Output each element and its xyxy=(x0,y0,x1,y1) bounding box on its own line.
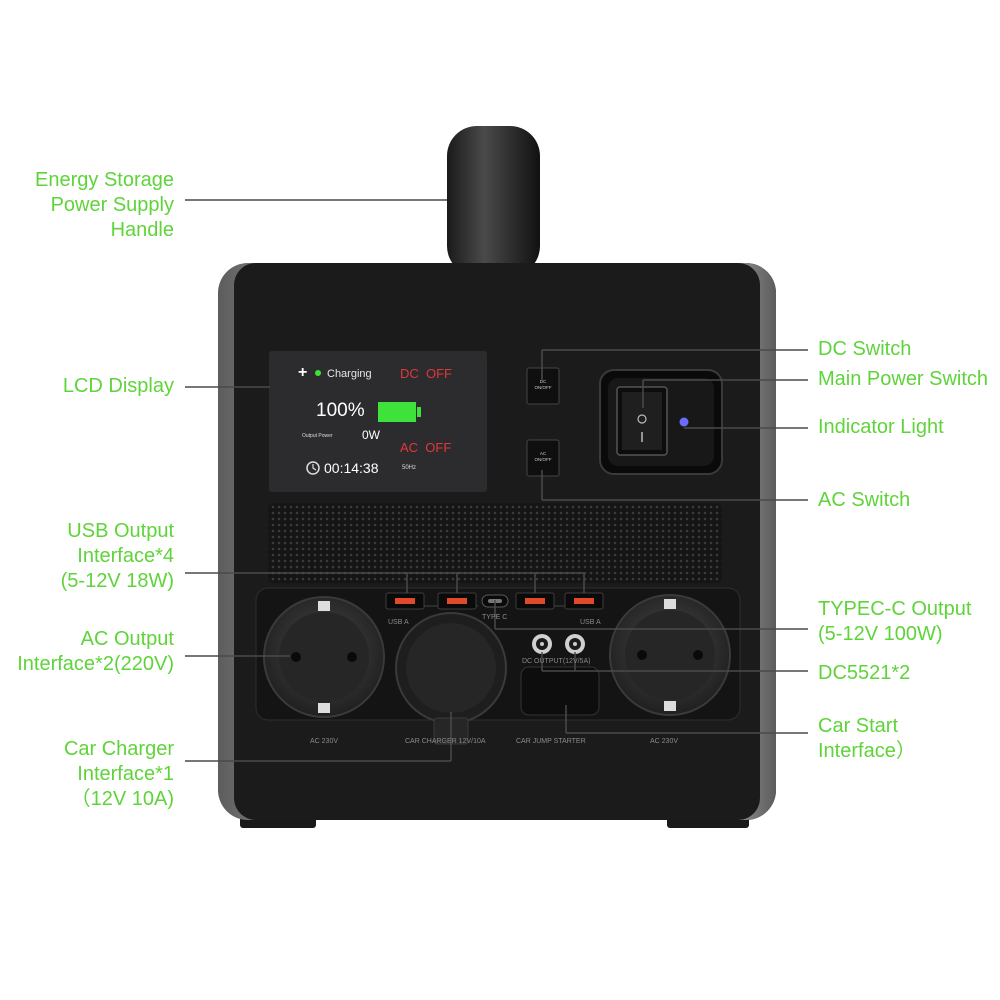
car-charger-label: CAR CHARGER 12V/10A xyxy=(405,738,486,745)
dc-button-label: DC ON/OFF xyxy=(534,379,552,390)
callout-indicator: Indicator Light xyxy=(818,416,944,438)
ac-left-label: AC 230V xyxy=(310,738,339,745)
car-charger-socket[interactable] xyxy=(395,612,507,745)
callout-dc5521: DC5521*2 xyxy=(818,662,911,684)
car-jump-starter[interactable] xyxy=(520,666,600,716)
leaf-icon xyxy=(315,370,321,376)
dc-output-label: DC OUTPUT(12V/5A) xyxy=(522,658,591,665)
usb-a-port[interactable] xyxy=(385,592,425,610)
callout-usb: USB Output Interface*4 (5-12V 18W) xyxy=(60,520,174,592)
lcd-timer: 00:14:38 xyxy=(324,460,379,476)
callout-ac-switch: AC Switch xyxy=(818,489,911,511)
dc-switch-button[interactable] xyxy=(526,367,560,405)
ac-button-label: AC ON/OFF xyxy=(534,451,552,462)
callout-dc-switch: DC Switch xyxy=(818,338,912,360)
ac-socket-right[interactable] xyxy=(609,594,731,716)
lcd-frequency: 50Hz xyxy=(402,465,417,471)
ac-socket-left[interactable] xyxy=(263,596,385,718)
type-c-label: TYPE C xyxy=(482,614,508,621)
lcd-output-power-label: Output Power xyxy=(302,433,333,439)
ac-switch-button[interactable] xyxy=(526,439,560,477)
callout-handle: Energy Storage Power Supply Handle xyxy=(35,169,174,241)
callout-typec: TYPEC-C Output (5-12V 100W) xyxy=(818,598,972,645)
handle xyxy=(447,126,540,276)
callout-car-start: Car Start Interface） xyxy=(818,715,916,762)
usb-a-port[interactable] xyxy=(437,592,477,610)
lcd-percent: 100% xyxy=(316,400,365,421)
indicator-light xyxy=(679,417,689,427)
callout-main-power: Main Power Switch xyxy=(818,368,989,390)
leader-lines xyxy=(185,199,808,762)
ac-right-label: AC 230V xyxy=(650,738,679,745)
battery-bar xyxy=(378,402,416,422)
usb-a-port[interactable] xyxy=(564,592,604,610)
dc5521-port[interactable] xyxy=(532,634,552,654)
callout-ac-output: AC Output Interface*2(220V) xyxy=(17,628,174,675)
car-jump-label: CAR JUMP STARTER xyxy=(516,738,586,745)
clock-icon xyxy=(306,461,320,475)
usb-a-port[interactable] xyxy=(515,592,555,610)
usb-a-right-label: USB A xyxy=(580,619,601,626)
lcd-plus-icon: + xyxy=(298,364,308,381)
usb-a-left-label: USB A xyxy=(388,619,409,626)
lcd-watts: 0W xyxy=(362,428,380,442)
vent-grille xyxy=(268,503,722,583)
callout-car-charger: Car Charger Interface*1 （12V 10A) xyxy=(63,738,174,810)
dc5521-port[interactable] xyxy=(565,634,585,654)
lcd-ac-status: AC OFF xyxy=(400,440,452,455)
callout-lcd: LCD Display xyxy=(62,375,174,397)
lcd-dc-status: DC OFF xyxy=(400,366,452,381)
lcd-charging: Charging xyxy=(327,368,372,380)
